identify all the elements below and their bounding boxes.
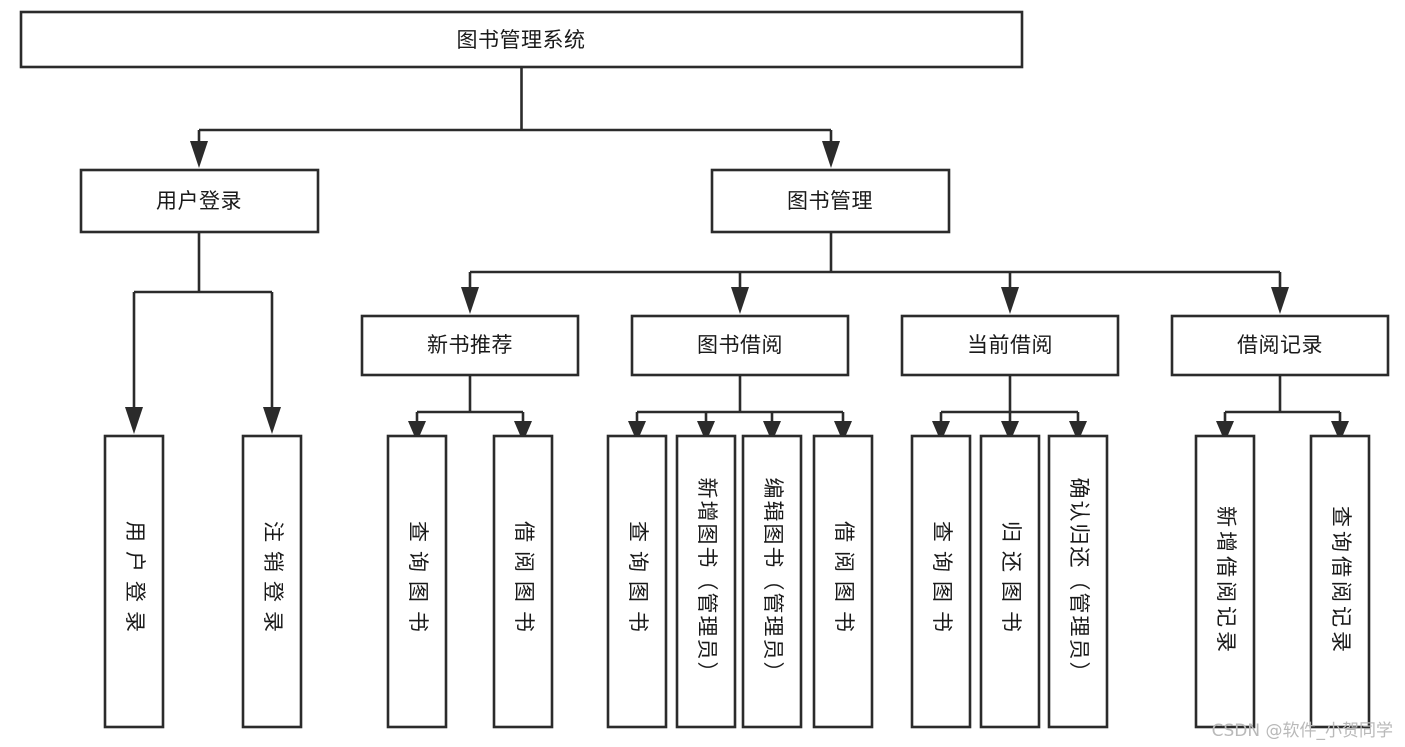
arrowhead-icon [461, 287, 479, 314]
node-box-leaf-logout[interactable] [241, 434, 303, 729]
node-box-new-book-recommend[interactable] [360, 314, 580, 377]
node-label-user-login: 用户登录 [156, 189, 242, 213]
node-box-leaf-add-book-admin[interactable] [675, 434, 737, 729]
node-box-book-borrow[interactable] [630, 314, 850, 377]
node-label-leaf-return-book: 归还图书 [999, 521, 1023, 641]
arrowhead-icon [1216, 421, 1234, 442]
node-label-current-borrow: 当前借阅 [967, 333, 1053, 357]
arrowhead-icon [1001, 421, 1019, 442]
arrowhead-icon [731, 287, 749, 314]
node-box-leaf-borrow-book-recommend[interactable] [492, 434, 554, 729]
node-box-leaf-edit-book-admin[interactable] [741, 434, 803, 729]
node-user-login[interactable]: 用户登录 [79, 168, 320, 234]
node-label-leaf-query-book-recommend: 查询图书 [406, 521, 430, 641]
node-root-system[interactable]: 图书管理系统 [19, 10, 1024, 69]
node-label-borrow-record: 借阅记录 [1237, 333, 1323, 357]
node-label-root: 图书管理系统 [457, 28, 586, 52]
node-box-leaf-query-book-recommend[interactable] [386, 434, 448, 729]
node-new-book-recommend[interactable]: 新书推荐 [360, 314, 580, 377]
node-label-leaf-borrow-book: 借阅图书 [832, 521, 856, 641]
arrowhead-group [125, 141, 1349, 442]
node-box-leaf-confirm-return-admin[interactable] [1047, 434, 1109, 729]
node-box-leaf-borrow-book[interactable] [812, 434, 874, 729]
arrowhead-icon [1331, 421, 1349, 442]
node-box-leaf-query-borrow-record[interactable] [1309, 434, 1371, 729]
node-leaf-return-book[interactable]: 归还图书 [979, 434, 1041, 729]
node-box-root[interactable] [19, 10, 1024, 69]
node-box-leaf-query-book-borrow[interactable] [606, 434, 668, 729]
node-leaf-query-book-current[interactable]: 查询图书 [910, 434, 972, 729]
arrowhead-icon [408, 421, 426, 442]
arrowhead-icon [263, 407, 281, 434]
node-label-book-management: 图书管理 [787, 189, 873, 213]
arrowhead-icon [834, 421, 852, 442]
node-label-leaf-query-borrow-record: 查询借阅记录 [1329, 506, 1353, 656]
node-leaf-confirm-return-admin[interactable]: 确认归还（管理员） [1047, 434, 1109, 729]
node-label-leaf-query-book-current: 查询图书 [930, 521, 954, 641]
arrowhead-icon [514, 421, 532, 442]
node-label-leaf-query-book-borrow: 查询图书 [626, 521, 650, 641]
node-label-leaf-edit-book-admin: 编辑图书（管理员） [761, 478, 785, 685]
node-box-user-login[interactable] [79, 168, 320, 234]
node-leaf-borrow-book-recommend[interactable]: 借阅图书 [492, 434, 554, 729]
arrowhead-icon [1001, 287, 1019, 314]
node-box-leaf-query-book-current[interactable] [910, 434, 972, 729]
node-leaf-query-borrow-record[interactable]: 查询借阅记录 [1309, 434, 1371, 729]
node-box-leaf-user-login[interactable] [103, 434, 165, 729]
node-leaf-logout[interactable]: 注销登录 [241, 434, 303, 729]
node-leaf-edit-book-admin[interactable]: 编辑图书（管理员） [741, 434, 803, 729]
node-label-leaf-logout: 注销登录 [261, 521, 285, 641]
node-label-leaf-add-book-admin: 新增图书（管理员） [695, 478, 719, 685]
arrowhead-icon [822, 141, 840, 168]
connector-group [132, 67, 1342, 421]
node-box-borrow-record[interactable] [1170, 314, 1390, 377]
arrowhead-icon [628, 421, 646, 442]
arrowhead-icon [190, 141, 208, 168]
node-book-management[interactable]: 图书管理 [710, 168, 951, 234]
node-label-new-book-recommend: 新书推荐 [427, 333, 513, 357]
node-leaf-add-book-admin[interactable]: 新增图书（管理员） [675, 434, 737, 729]
node-box-leaf-return-book[interactable] [979, 434, 1041, 729]
arrowhead-icon [932, 421, 950, 442]
node-label-leaf-confirm-return-admin: 确认归还（管理员） [1067, 478, 1091, 685]
node-label-leaf-user-login: 用户登录 [123, 521, 147, 641]
node-leaf-query-book-recommend[interactable]: 查询图书 [386, 434, 448, 729]
arrowhead-icon [1271, 287, 1289, 314]
arrowhead-icon [763, 421, 781, 442]
arrowhead-icon [125, 407, 143, 434]
arrowhead-icon [1069, 421, 1087, 442]
node-leaf-user-login[interactable]: 用户登录 [103, 434, 165, 729]
node-leaf-add-borrow-record[interactable]: 新增借阅记录 [1194, 434, 1256, 729]
node-current-borrow[interactable]: 当前借阅 [900, 314, 1120, 377]
node-box-leaf-add-borrow-record[interactable] [1194, 434, 1256, 729]
node-leaf-query-book-borrow[interactable]: 查询图书 [606, 434, 668, 729]
node-box-current-borrow[interactable] [900, 314, 1120, 377]
node-label-book-borrow: 图书借阅 [697, 333, 783, 357]
node-borrow-record[interactable]: 借阅记录 [1170, 314, 1390, 377]
node-label-leaf-add-borrow-record: 新增借阅记录 [1214, 506, 1238, 656]
arrowhead-icon [697, 421, 715, 442]
node-box-book-management[interactable] [710, 168, 951, 234]
node-label-leaf-borrow-book-recommend: 借阅图书 [512, 521, 536, 641]
node-book-borrow[interactable]: 图书借阅 [630, 314, 850, 377]
node-leaf-borrow-book[interactable]: 借阅图书 [812, 434, 874, 729]
